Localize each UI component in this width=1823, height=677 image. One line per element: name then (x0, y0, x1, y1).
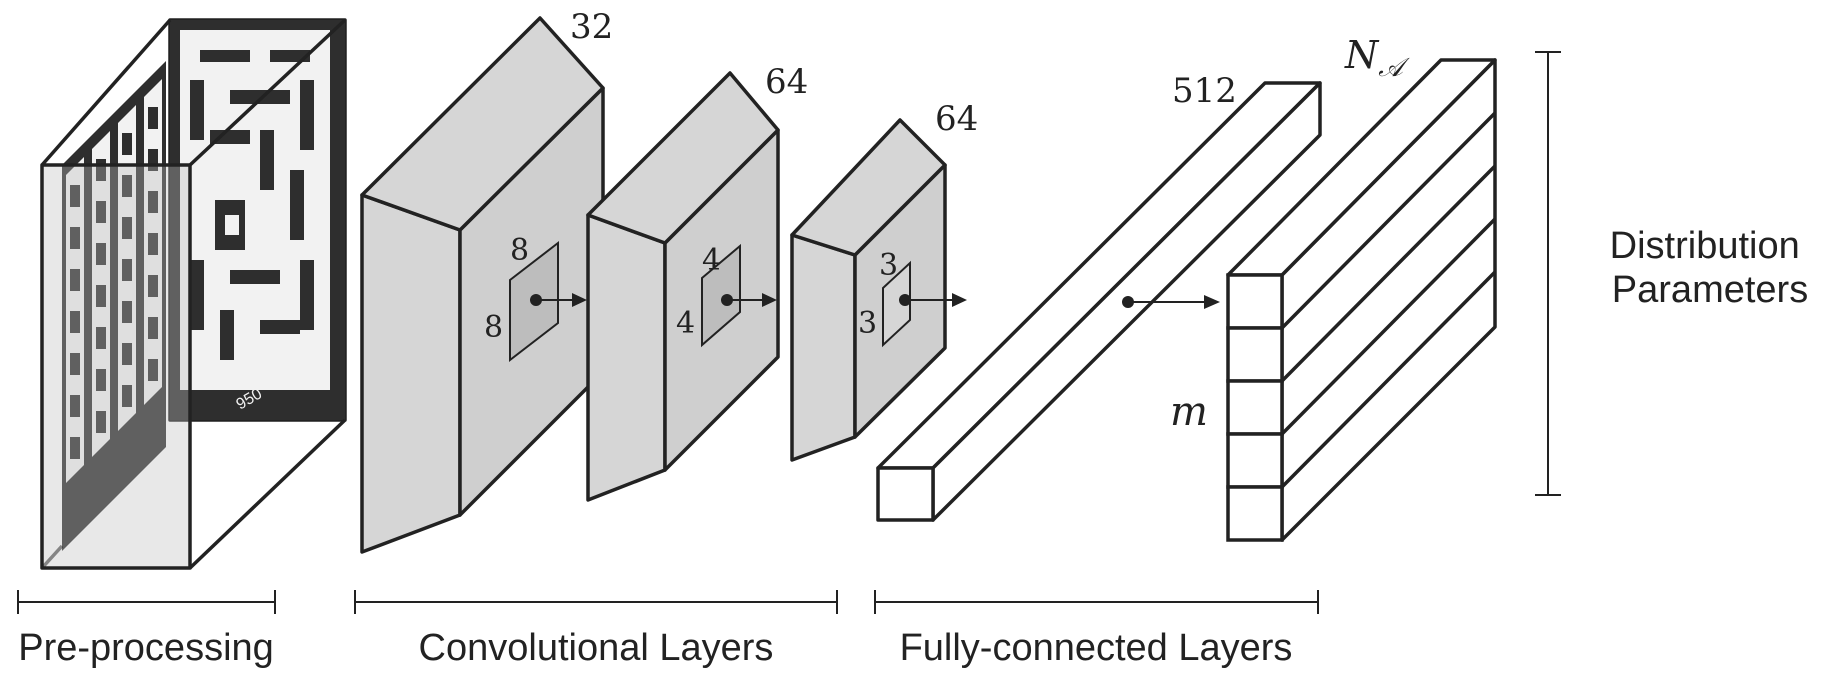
fc-hidden-units: 512 (1172, 71, 1237, 111)
conv-layer-2-filters: 64 (765, 62, 808, 102)
conv-layer-2: 64 4 4 (586, 62, 808, 502)
fully-connected-label: Fully-connected Layers (900, 627, 1293, 669)
output-side-divider (1280, 270, 1497, 489)
distribution-label-line1: Distribution (1610, 225, 1800, 267)
output-actions-symbol: N (1344, 33, 1380, 77)
fc-output-atom-cells (1226, 273, 1284, 542)
preprocessing-label: Pre-processing (18, 627, 274, 669)
preprocessing-bracket (17, 590, 276, 614)
conv-layer-1-kernel-left: 8 (484, 310, 503, 345)
conv-layer-1-filters: 32 (570, 7, 613, 47)
fc-hidden-layer: 512 (876, 71, 1322, 522)
conv-layer-1-top-face (360, 16, 605, 232)
fc-output-side-lines (1280, 111, 1497, 489)
convolutional-label: Convolutional Layers (419, 627, 774, 669)
game-frame-slice (88, 113, 114, 525)
game-frame-slice (62, 139, 88, 551)
conv-layer-3-arrowhead (952, 293, 967, 307)
output-atoms-label: m (1170, 389, 1208, 435)
fc-hidden-front-face (876, 466, 935, 522)
stack-box-front-face (40, 163, 192, 570)
output-actions-label: N𝒜 (1344, 33, 1410, 83)
game-frame-slice (114, 87, 140, 499)
conv-layer-1-arrowhead (572, 293, 587, 307)
conv-layer-2-kernel-left: 4 (676, 306, 695, 341)
output-side-divider (1280, 164, 1497, 383)
conv-layer-3-front-face (790, 233, 857, 462)
preprocessing-frame-stack: 950 (40, 18, 347, 570)
atom-cell (1226, 379, 1284, 436)
conv-layer-3-kernel-left: 3 (858, 306, 877, 341)
conv-layer-2-kernel (701, 243, 741, 348)
atom-cell (1226, 326, 1284, 383)
conv-layer-3-kernel (882, 260, 911, 348)
conv-layer-2-front-face (586, 213, 667, 502)
atom-cell (1226, 432, 1284, 489)
conv-layer-1-kernel-top: 8 (510, 233, 529, 268)
atom-cell (1226, 485, 1284, 542)
stacked-frame-slices (62, 61, 166, 551)
fully-connected-bracket (874, 590, 1319, 614)
distribution-label-line2: Parameters (1612, 269, 1808, 311)
conv-layer-3-kernel-top: 3 (879, 248, 898, 283)
conv-layer-2-top-face (586, 71, 780, 245)
atom-cell (1226, 273, 1284, 330)
conv-layer-2-arrowhead (762, 293, 777, 307)
fc-output-layer: N𝒜 m (1170, 33, 1497, 542)
game-frame: 950 (170, 20, 345, 420)
distribution-bracket (1535, 51, 1561, 496)
convolutional-bracket (354, 590, 838, 614)
output-actions-subscript: 𝒜 (1378, 53, 1410, 83)
conv-layer-2-kernel-top: 4 (702, 243, 721, 278)
fc-hidden-arrowhead (1204, 295, 1220, 309)
distribution-parameters-label: Distribution Parameters (1610, 225, 1811, 311)
output-side-divider (1280, 111, 1497, 330)
conv-layer-3-filters: 64 (935, 99, 978, 139)
conv-layer-3-top-face (790, 118, 947, 257)
conv-layer-1-front-face (360, 193, 462, 554)
conv-layer-3: 64 3 3 (790, 99, 978, 462)
conv-layer-1: 32 8 8 (360, 7, 613, 554)
output-side-divider (1280, 217, 1497, 436)
